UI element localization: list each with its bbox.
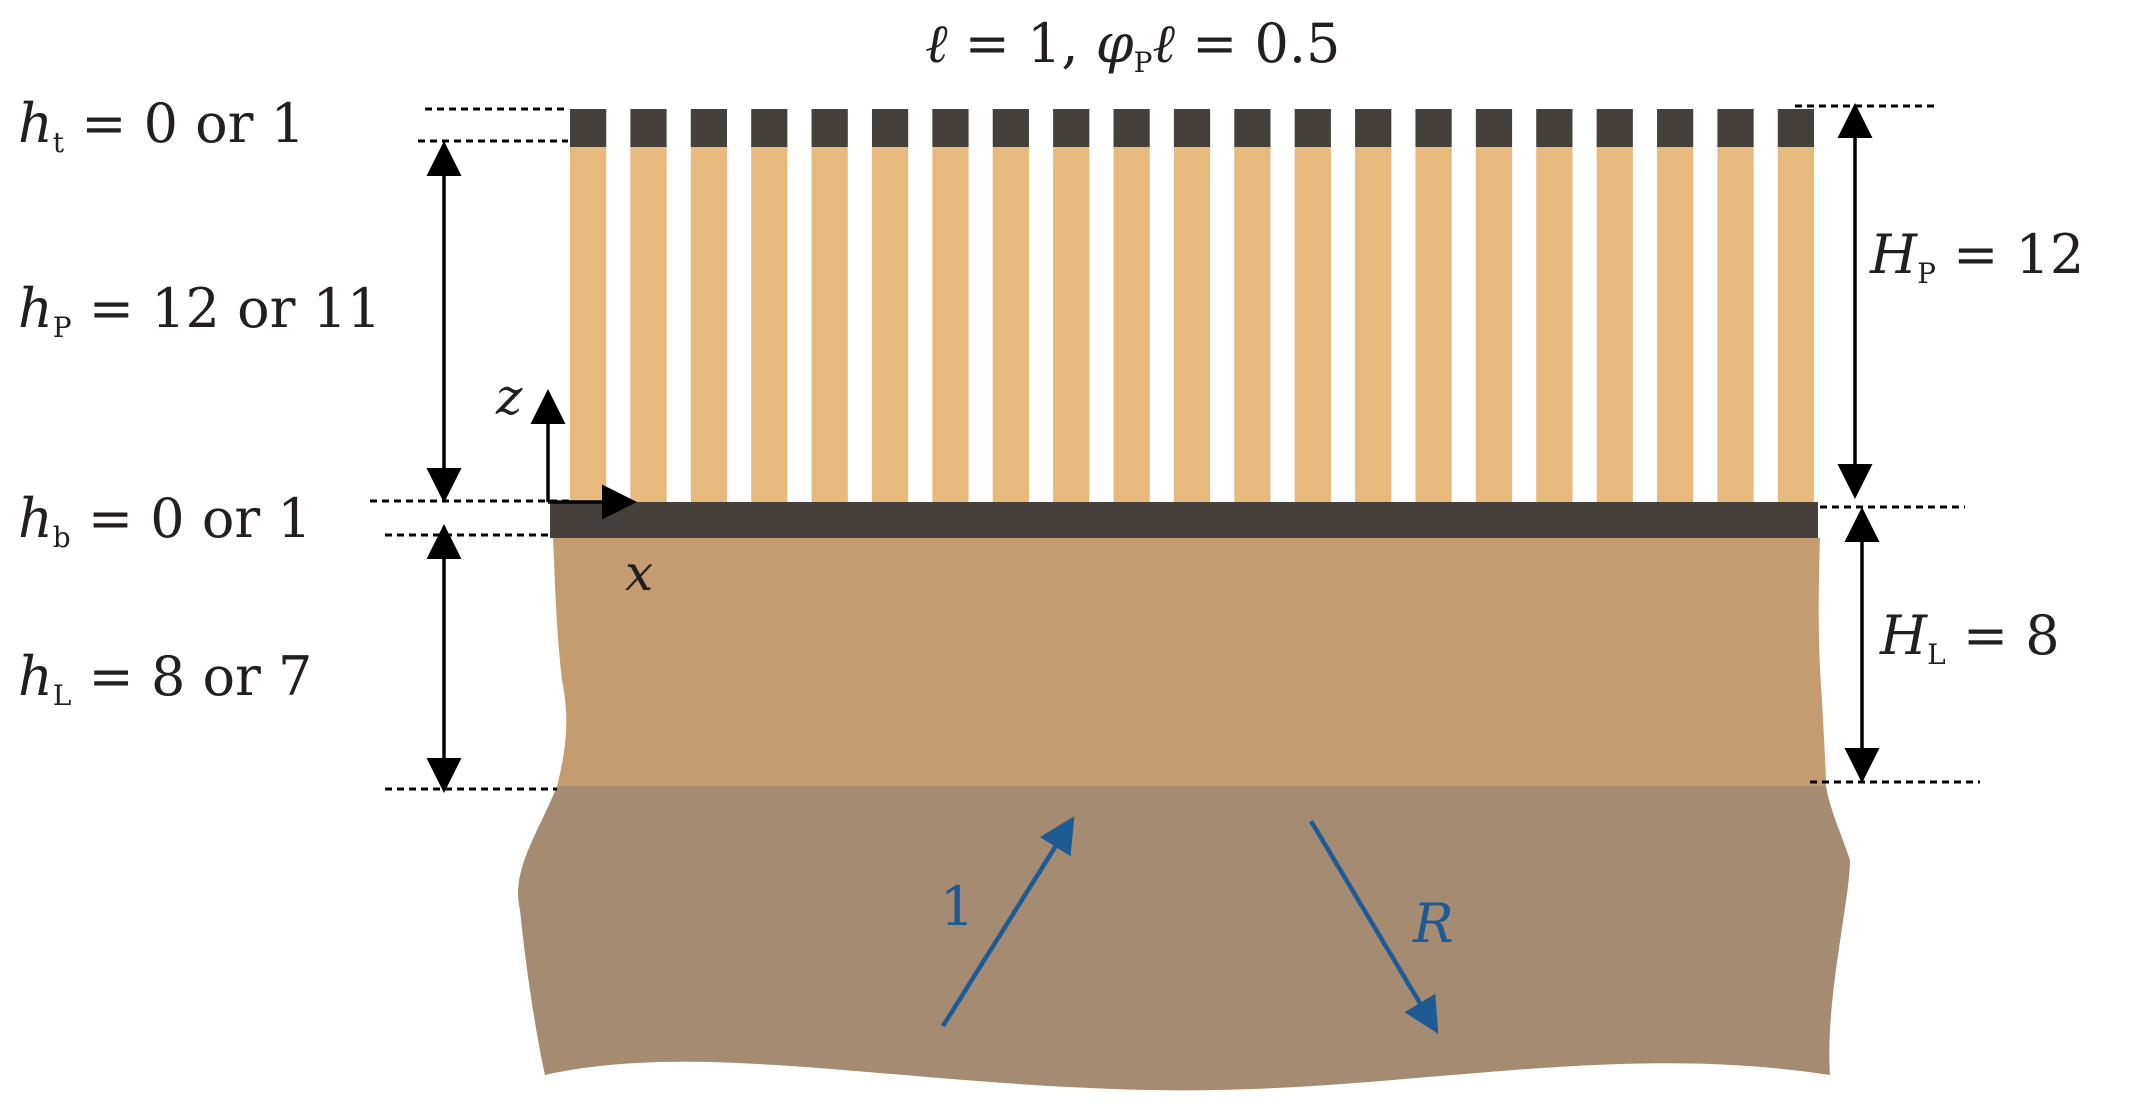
pillar-cap — [1355, 109, 1392, 147]
pillar-cap — [871, 109, 909, 147]
substrate-halfspace — [518, 786, 1850, 1091]
pillar — [1173, 147, 1211, 502]
layer-l — [553, 538, 1826, 786]
pillar-cap — [690, 109, 728, 147]
pillar — [1053, 147, 1090, 502]
reflected-wave-label: R — [1412, 892, 1454, 955]
reflected-wave-arrow — [1309, 819, 1439, 1034]
pillar-cap — [1596, 109, 1633, 147]
label-h-l: hL = 8 or 7 — [18, 645, 312, 712]
z-axis-label: z — [495, 368, 523, 426]
pillar-cap — [1777, 109, 1815, 147]
title-parameters: ℓ = 1, φPℓ = 0.5 — [925, 12, 1340, 79]
pillar — [630, 147, 667, 502]
pillar-cap — [932, 109, 969, 147]
label-h-b: hb = 0 or 1 — [18, 487, 312, 554]
pillar — [1113, 147, 1150, 502]
pillar-cap — [1294, 109, 1331, 147]
pillar — [1777, 147, 1815, 502]
pillar-cap — [1113, 109, 1150, 147]
pillar-cap — [1536, 109, 1573, 147]
pillar — [1234, 147, 1271, 502]
label-h-p: hP = 12 or 11 — [18, 277, 381, 344]
pillar-array — [570, 109, 1815, 502]
incident-wave-arrow — [941, 816, 1075, 1028]
pillar — [690, 147, 728, 502]
pillar — [751, 147, 788, 502]
label-H-l: HL = 8 — [1879, 604, 2060, 671]
pillar — [932, 147, 969, 502]
label-H-p: HP = 12 — [1869, 223, 2084, 290]
pillar-cap — [1717, 109, 1754, 147]
label-h-t: ht = 0 or 1 — [18, 92, 305, 159]
pillar — [1717, 147, 1754, 502]
pillar-cap — [1475, 109, 1513, 147]
incident-wave-label: 1 — [940, 875, 974, 938]
pillar — [871, 147, 909, 502]
pillar-cap — [570, 109, 607, 147]
pillar-cap — [992, 109, 1029, 147]
pillar-cap — [630, 109, 667, 147]
pillar — [1415, 147, 1452, 502]
pillar-cap — [1053, 109, 1090, 147]
base-layer-hb — [550, 502, 1818, 538]
pillar-cap — [1657, 109, 1694, 147]
pillar — [1596, 147, 1633, 502]
pillar-cap — [811, 109, 848, 147]
pillar-cap — [1415, 109, 1452, 147]
pillar-cap — [751, 109, 788, 147]
pillar — [811, 147, 848, 502]
pillar — [1294, 147, 1331, 502]
pillar — [1355, 147, 1392, 502]
x-axis-label: x — [625, 544, 653, 602]
pillar-cap — [1234, 109, 1271, 147]
pillar — [1657, 147, 1694, 502]
pillar — [1536, 147, 1573, 502]
pillar — [992, 147, 1029, 502]
pillar-cap — [1173, 109, 1211, 147]
pillar — [570, 147, 607, 502]
pillar — [1475, 147, 1513, 502]
